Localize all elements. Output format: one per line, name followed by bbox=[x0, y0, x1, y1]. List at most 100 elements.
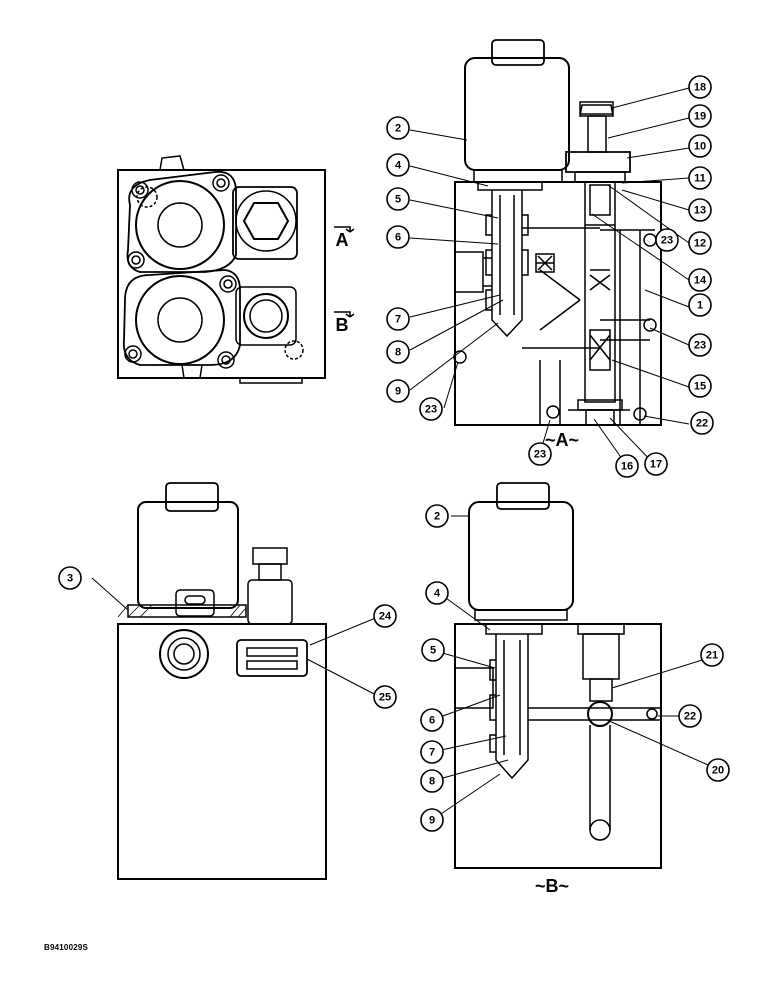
callout-circle bbox=[688, 333, 712, 357]
callout-tr-23: 23 bbox=[528, 442, 552, 466]
callout-tr-16: 16 bbox=[615, 454, 639, 478]
callout-number: 23 bbox=[425, 404, 437, 416]
callout-number: 10 bbox=[694, 141, 706, 153]
callout-tr-9: 9 bbox=[386, 379, 410, 403]
callout-number: 23 bbox=[534, 449, 546, 461]
callout-number: 3 bbox=[67, 573, 73, 585]
callout-number: 23 bbox=[661, 235, 673, 247]
callout-number: 20 bbox=[712, 765, 724, 777]
callout-circle bbox=[58, 566, 82, 590]
callout-circle bbox=[688, 166, 712, 190]
callout-tr-11: 11 bbox=[688, 166, 712, 190]
callout-number: 9 bbox=[429, 815, 435, 827]
callout-number: 14 bbox=[694, 275, 707, 287]
callout-tr-17: 17 bbox=[644, 452, 668, 476]
callout-tr-18: 18 bbox=[688, 75, 712, 99]
callout-number: 19 bbox=[694, 111, 706, 123]
callout-circle bbox=[420, 808, 444, 832]
callout-circle bbox=[688, 231, 712, 255]
callout-tr-23: 23 bbox=[688, 333, 712, 357]
callout-circle bbox=[615, 454, 639, 478]
callout-number: 2 bbox=[434, 511, 440, 523]
callout-tr-6: 6 bbox=[386, 225, 410, 249]
callout-number: 7 bbox=[395, 314, 401, 326]
callout-circle bbox=[386, 116, 410, 140]
section-b-label: ~B~ bbox=[535, 876, 569, 896]
callout-circle bbox=[688, 374, 712, 398]
callout-tr-23: 23 bbox=[655, 228, 679, 252]
section-mark-b: B bbox=[336, 315, 349, 335]
callout-circle bbox=[373, 604, 397, 628]
callout-circle bbox=[688, 198, 712, 222]
callout-circle bbox=[386, 379, 410, 403]
callout-circle bbox=[688, 268, 712, 292]
figure-caption: B9410029S bbox=[44, 943, 89, 952]
top-view: A B bbox=[117, 155, 355, 384]
callout-layer: 2456789231819101113122314123152217162332… bbox=[58, 75, 730, 832]
callout-circle bbox=[425, 581, 449, 605]
callout-circle bbox=[700, 643, 724, 667]
callout-number: 11 bbox=[694, 173, 706, 185]
callout-bl-24: 24 bbox=[373, 604, 397, 628]
callout-br-9: 9 bbox=[420, 808, 444, 832]
leader-lines bbox=[91, 87, 718, 821]
section-b-view: ~B~ bbox=[454, 482, 662, 896]
callout-number: 4 bbox=[395, 160, 402, 172]
callout-tr-22: 22 bbox=[690, 411, 714, 435]
callout-circle bbox=[655, 228, 679, 252]
callout-tr-7: 7 bbox=[386, 307, 410, 331]
callout-circle bbox=[688, 104, 712, 128]
callout-circle bbox=[688, 75, 712, 99]
callout-number: 23 bbox=[694, 340, 706, 352]
callout-number: 21 bbox=[706, 650, 718, 662]
callout-tr-10: 10 bbox=[688, 134, 712, 158]
callout-br-8: 8 bbox=[420, 769, 444, 793]
section-a-label: ~A~ bbox=[545, 430, 579, 450]
callout-number: 5 bbox=[430, 645, 436, 657]
callout-number: 22 bbox=[684, 711, 696, 723]
callout-number: 8 bbox=[429, 776, 435, 788]
callout-br-22: 22 bbox=[678, 704, 702, 728]
callout-br-7: 7 bbox=[420, 740, 444, 764]
callout-number: 5 bbox=[395, 194, 401, 206]
callout-circle bbox=[420, 740, 444, 764]
callout-circle bbox=[688, 134, 712, 158]
callout-number: 2 bbox=[395, 123, 401, 135]
callout-circle bbox=[678, 704, 702, 728]
callout-tr-15: 15 bbox=[688, 374, 712, 398]
callout-circle bbox=[528, 442, 552, 466]
callout-number: 7 bbox=[429, 747, 435, 759]
section-a-view: ~A~ bbox=[453, 39, 662, 450]
callout-circle bbox=[386, 187, 410, 211]
callout-number: 8 bbox=[395, 347, 401, 359]
callout-number: 17 bbox=[650, 459, 662, 471]
callout-circle bbox=[706, 758, 730, 782]
callout-br-4: 4 bbox=[425, 581, 449, 605]
callout-bl-3: 3 bbox=[58, 566, 82, 590]
callout-circle bbox=[373, 685, 397, 709]
callout-number: 24 bbox=[379, 611, 392, 623]
callout-number: 6 bbox=[395, 232, 401, 244]
callout-circle bbox=[386, 340, 410, 364]
callout-tr-19: 19 bbox=[688, 104, 712, 128]
callout-tr-5: 5 bbox=[386, 187, 410, 211]
callout-tr-12: 12 bbox=[688, 231, 712, 255]
callout-circle bbox=[386, 307, 410, 331]
callout-number: 15 bbox=[694, 381, 706, 393]
section-mark-a: A bbox=[336, 230, 349, 250]
callout-number: 13 bbox=[694, 205, 706, 217]
side-view bbox=[117, 482, 327, 880]
callout-circle bbox=[425, 504, 449, 528]
callout-number: 16 bbox=[621, 461, 633, 473]
callout-br-6: 6 bbox=[420, 708, 444, 732]
callout-tr-13: 13 bbox=[688, 198, 712, 222]
callout-tr-1: 1 bbox=[688, 293, 712, 317]
callout-tr-4: 4 bbox=[386, 153, 410, 177]
callout-number: 9 bbox=[395, 386, 401, 398]
callout-circle bbox=[420, 769, 444, 793]
callout-number: 4 bbox=[434, 588, 441, 600]
callout-tr-14: 14 bbox=[688, 268, 712, 292]
callout-circle bbox=[690, 411, 714, 435]
callout-number: 1 bbox=[697, 300, 703, 312]
